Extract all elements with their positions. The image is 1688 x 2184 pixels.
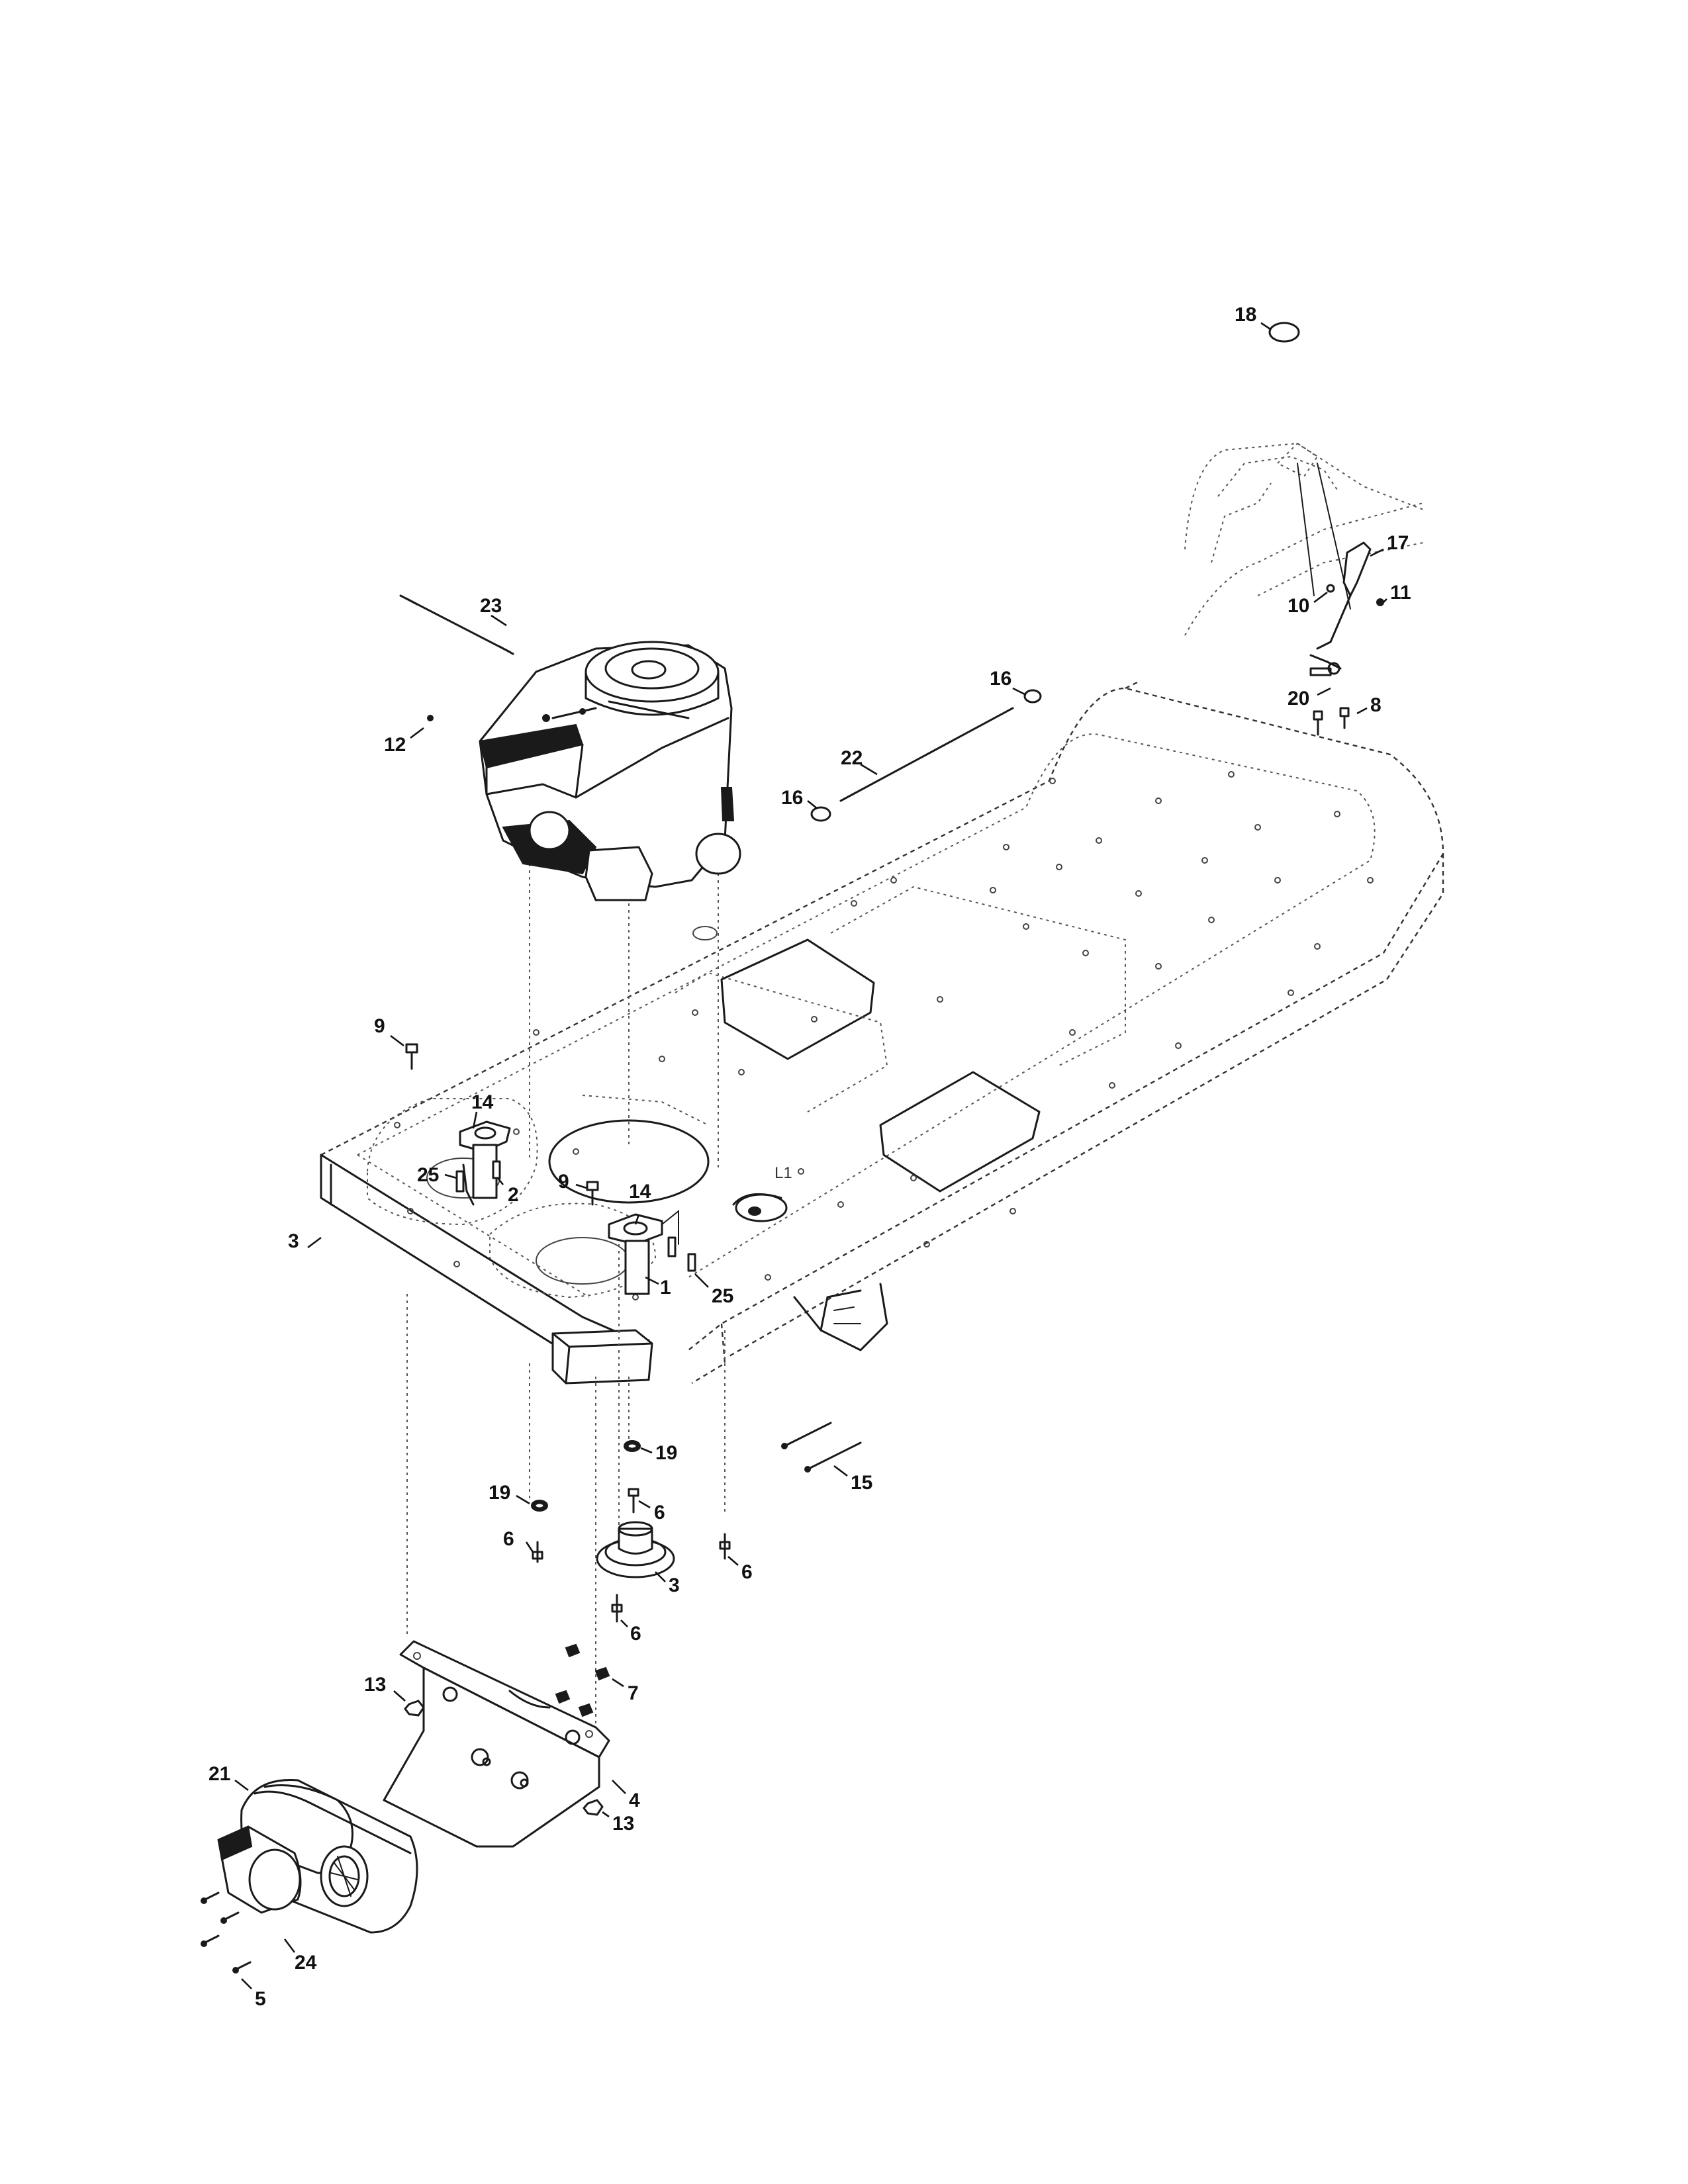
label-5: 5 [255,1988,266,2010]
label-7: 7 [628,1682,639,1704]
engine [479,641,741,901]
label-3-frame: 3 [288,1230,299,1252]
label-19-right: 19 [655,1442,677,1464]
label-4: 4 [629,1790,640,1811]
label-15: 15 [851,1472,872,1494]
label-2: 2 [508,1184,519,1206]
label-8: 8 [1370,694,1382,716]
label-9-center: 9 [558,1171,569,1193]
label-25-center: 25 [712,1285,733,1307]
leader-lines [234,322,1387,1989]
label-12: 12 [384,734,406,756]
label-18: 18 [1235,304,1256,326]
pulley-hardware [531,1422,862,1623]
label-10: 10 [1288,595,1309,617]
label-17: 17 [1387,532,1409,554]
label-23: 23 [480,595,502,617]
frame-stamp: L1 [774,1164,792,1182]
spindles [405,1043,696,1295]
label-6-lower: 6 [630,1623,641,1645]
label-20: 20 [1288,688,1309,709]
label-6-right: 6 [741,1561,753,1583]
muffler-bracket [383,1640,610,1848]
label-9-left: 9 [374,1015,385,1037]
label-22: 22 [841,747,863,769]
label-24: 24 [295,1952,317,1974]
label-19-left: 19 [489,1482,510,1504]
frame: L1 [320,680,1444,1385]
label-25-left: 25 [417,1164,439,1186]
label-16-top: 16 [990,668,1011,690]
label-1: 1 [660,1277,671,1298]
part-labels: 18 17 10 11 20 8 23 12 16 22 16 9 14 25 … [209,304,1411,2010]
label-14-center: 14 [629,1181,651,1203]
label-21: 21 [209,1763,230,1785]
label-6-upper: 6 [654,1502,665,1524]
label-13-upper: 13 [364,1674,386,1696]
muffler [201,1779,418,1974]
label-11: 11 [1390,582,1411,604]
label-3-pulley: 3 [669,1574,680,1596]
label-6-left: 6 [503,1528,514,1550]
label-14-left: 14 [471,1091,494,1113]
throttle-assembly [1184,322,1424,736]
label-13-lower: 13 [612,1813,634,1835]
label-16-left: 16 [781,787,803,809]
rods [399,594,1042,822]
